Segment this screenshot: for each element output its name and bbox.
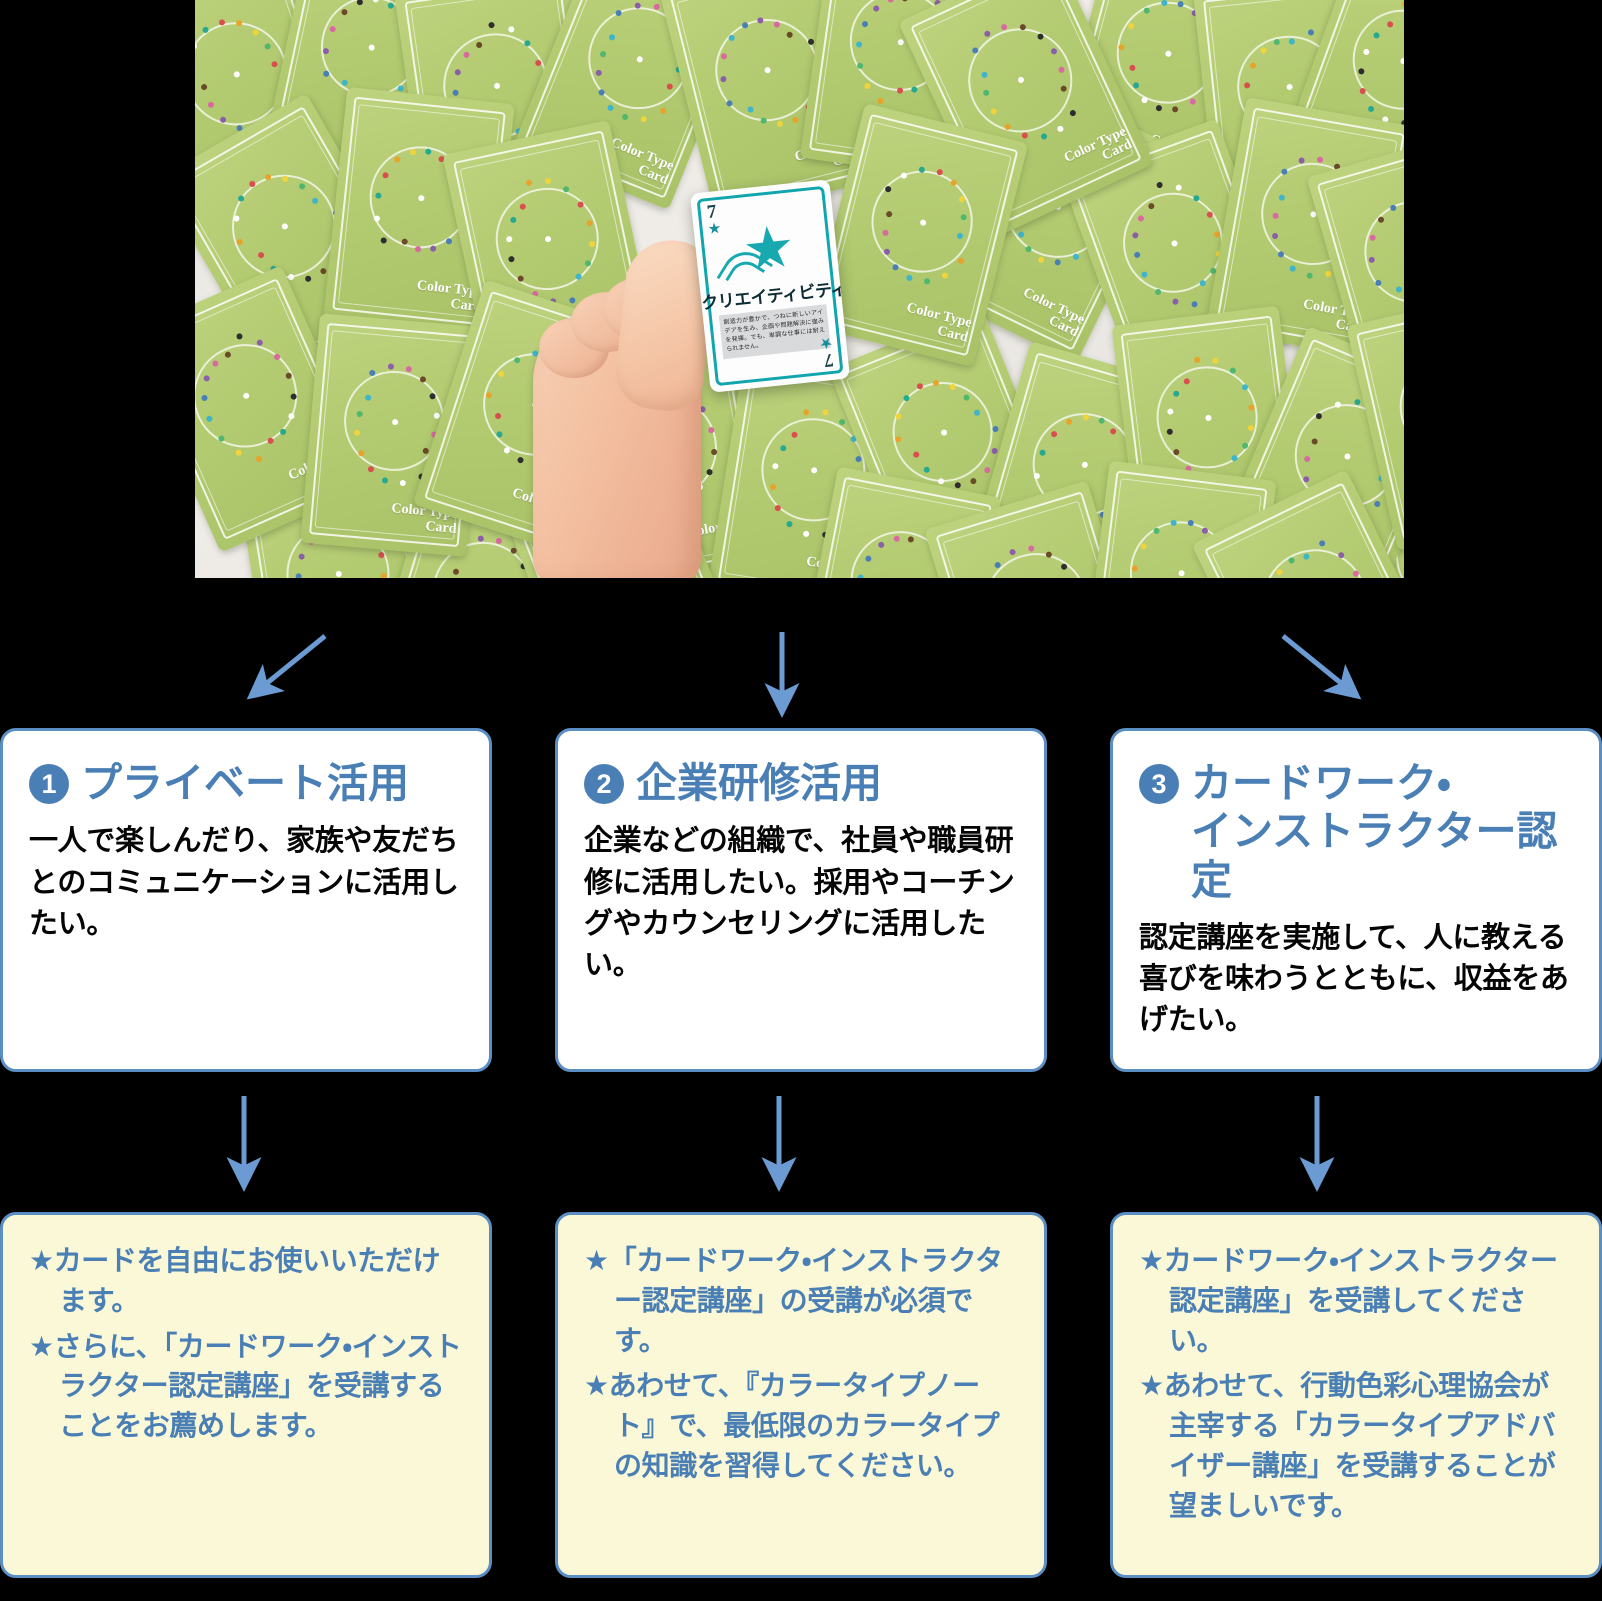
note-box-2[interactable]: ★「カードワーク・インストラクター認定講座」の受講が必須です。 ★あわせて、『カ… (555, 1212, 1047, 1578)
picked-card: 7 ★ ★ クリエイティビティ 創造力が豊かで、つねに新しいアイデアを生み、企画… (689, 179, 851, 393)
note-box-3[interactable]: ★カードワーク・インストラクター認定講座」を受講してください。 ★あわせて、行動… (1110, 1212, 1602, 1578)
note-list-2: ★「カードワーク・インストラクター認定講座」の受講が必須です。 ★あわせて、『カ… (584, 1241, 1018, 1486)
usage-box-2-title-text: 企業研修活用 (636, 760, 882, 806)
usage-box-3[interactable]: 3 カードワーク・ インストラクター認定 認定講座を実施して、人に教える喜びを味… (1110, 728, 1602, 1072)
card-ring (1338, 0, 1404, 125)
note-item: ★カードを自由にお使いいただけます。 (29, 1245, 441, 1316)
note-list-3: ★カードワーク・インストラクター認定講座」を受講してください。 ★あわせて、行動… (1139, 1241, 1573, 1525)
note-item: ★あわせて、『カラータイプノート』で、最低限のカラータイプの知識を習得してくださ… (584, 1370, 1000, 1481)
arrow-to-box-1 (246, 634, 327, 700)
note-item: ★「カードワーク・インストラクター認定講座」の受講が必須です。 (584, 1245, 1003, 1356)
card-ring (1352, 188, 1404, 315)
column-2: 2 企業研修活用 企業などの組織で、社員や職員研修に活用したい。採用やコーチング… (555, 728, 1047, 1072)
card-ring (951, 11, 1089, 150)
number-badge-3: 3 (1139, 764, 1179, 804)
usage-box-3-body: 認定講座を実施して、人に教える喜びを味わうとともに、収益をあげたい。 (1139, 922, 1569, 1037)
usage-box-1-title-text: プライベート活用 (81, 760, 409, 806)
column-3: 3 カードワーク・ インストラクター認定 認定講座を実施して、人に教える喜びを味… (1110, 728, 1602, 1072)
card-ring (971, 540, 1100, 578)
arrow-to-box-3 (1281, 634, 1362, 700)
usage-box-2-title: 2 企業研修活用 (584, 759, 1018, 807)
usage-box-1[interactable]: 1 プライベート活用 一人で楽しんだり、家族や友だちとのコミュニケーションに活用… (0, 728, 492, 1072)
usage-box-2-body: 企業などの組織で、社員や職員研修に活用したい。採用やコーチングやカウンセリングに… (584, 825, 1015, 981)
usage-box-3-title: 3 カードワーク・ インストラクター認定 (1139, 759, 1573, 904)
usage-box-3-title-text: カードワーク・ インストラクター認定 (1191, 760, 1558, 903)
note-list-1: ★カードを自由にお使いいただけます。 ★さらに、「カードワーク・インストラクター… (29, 1241, 463, 1446)
arrow-box3-to-note3 (1299, 1096, 1335, 1193)
note-column-1: ★カードを自由にお使いいただけます。 ★さらに、「カードワーク・インストラクター… (0, 1212, 492, 1578)
note-column-2: ★「カードワーク・インストラクター認定講座」の受講が必須です。 ★あわせて、『カ… (555, 1212, 1047, 1578)
card-ring (1245, 531, 1385, 578)
usage-box-2[interactable]: 2 企業研修活用 企業などの組織で、社員や職員研修に活用したい。採用やコーチング… (555, 728, 1047, 1072)
card-number-bottom-right: 7 (822, 348, 835, 371)
number-badge-1: 1 (29, 764, 69, 804)
arrow-box1-to-note1 (226, 1096, 262, 1193)
note-item: ★さらに、「カードワーク・インストラクター認定講座」を受講することをお薦めします… (29, 1330, 462, 1442)
card-ring (860, 160, 984, 284)
card-ring (195, 327, 314, 465)
column-1: 1 プライベート活用 一人で楽しんだり、家族や友だちとのコミュニケーションに活用… (0, 728, 492, 1072)
usage-box-1-body: 一人で楽しんだり、家族や友だちとのコミュニケーションに活用したい。 (29, 825, 459, 940)
hand-illustration (525, 235, 740, 578)
note-item: ★カードワーク・インストラクター認定講座」を受講してください。 (1139, 1245, 1558, 1356)
arrow-to-box-2 (764, 632, 800, 719)
note-item: ★あわせて、行動色彩心理協会が主宰する「カラータイプアドバイザー講座」を受講する… (1139, 1370, 1556, 1521)
note-boxes-row: ★カードを自由にお使いいただけます。 ★さらに、「カードワーク・インストラクター… (0, 1212, 1602, 1578)
usage-boxes-row: 1 プライベート活用 一人で楽しんだり、家族や友だちとのコミュニケーションに活用… (0, 728, 1602, 1072)
number-badge-2: 2 (584, 764, 624, 804)
card-ring (1389, 346, 1404, 467)
arrow-box2-to-note2 (761, 1096, 797, 1193)
note-column-3: ★カードワーク・インストラクター認定講座」を受講してください。 ★あわせて、行動… (1110, 1212, 1602, 1578)
note-box-1[interactable]: ★カードを自由にお使いいただけます。 ★さらに、「カードワーク・インストラクター… (0, 1212, 492, 1578)
usage-box-1-title: 1 プライベート活用 (29, 759, 463, 807)
small-star-icon: ★ (706, 219, 723, 239)
card-ring (1150, 360, 1264, 474)
